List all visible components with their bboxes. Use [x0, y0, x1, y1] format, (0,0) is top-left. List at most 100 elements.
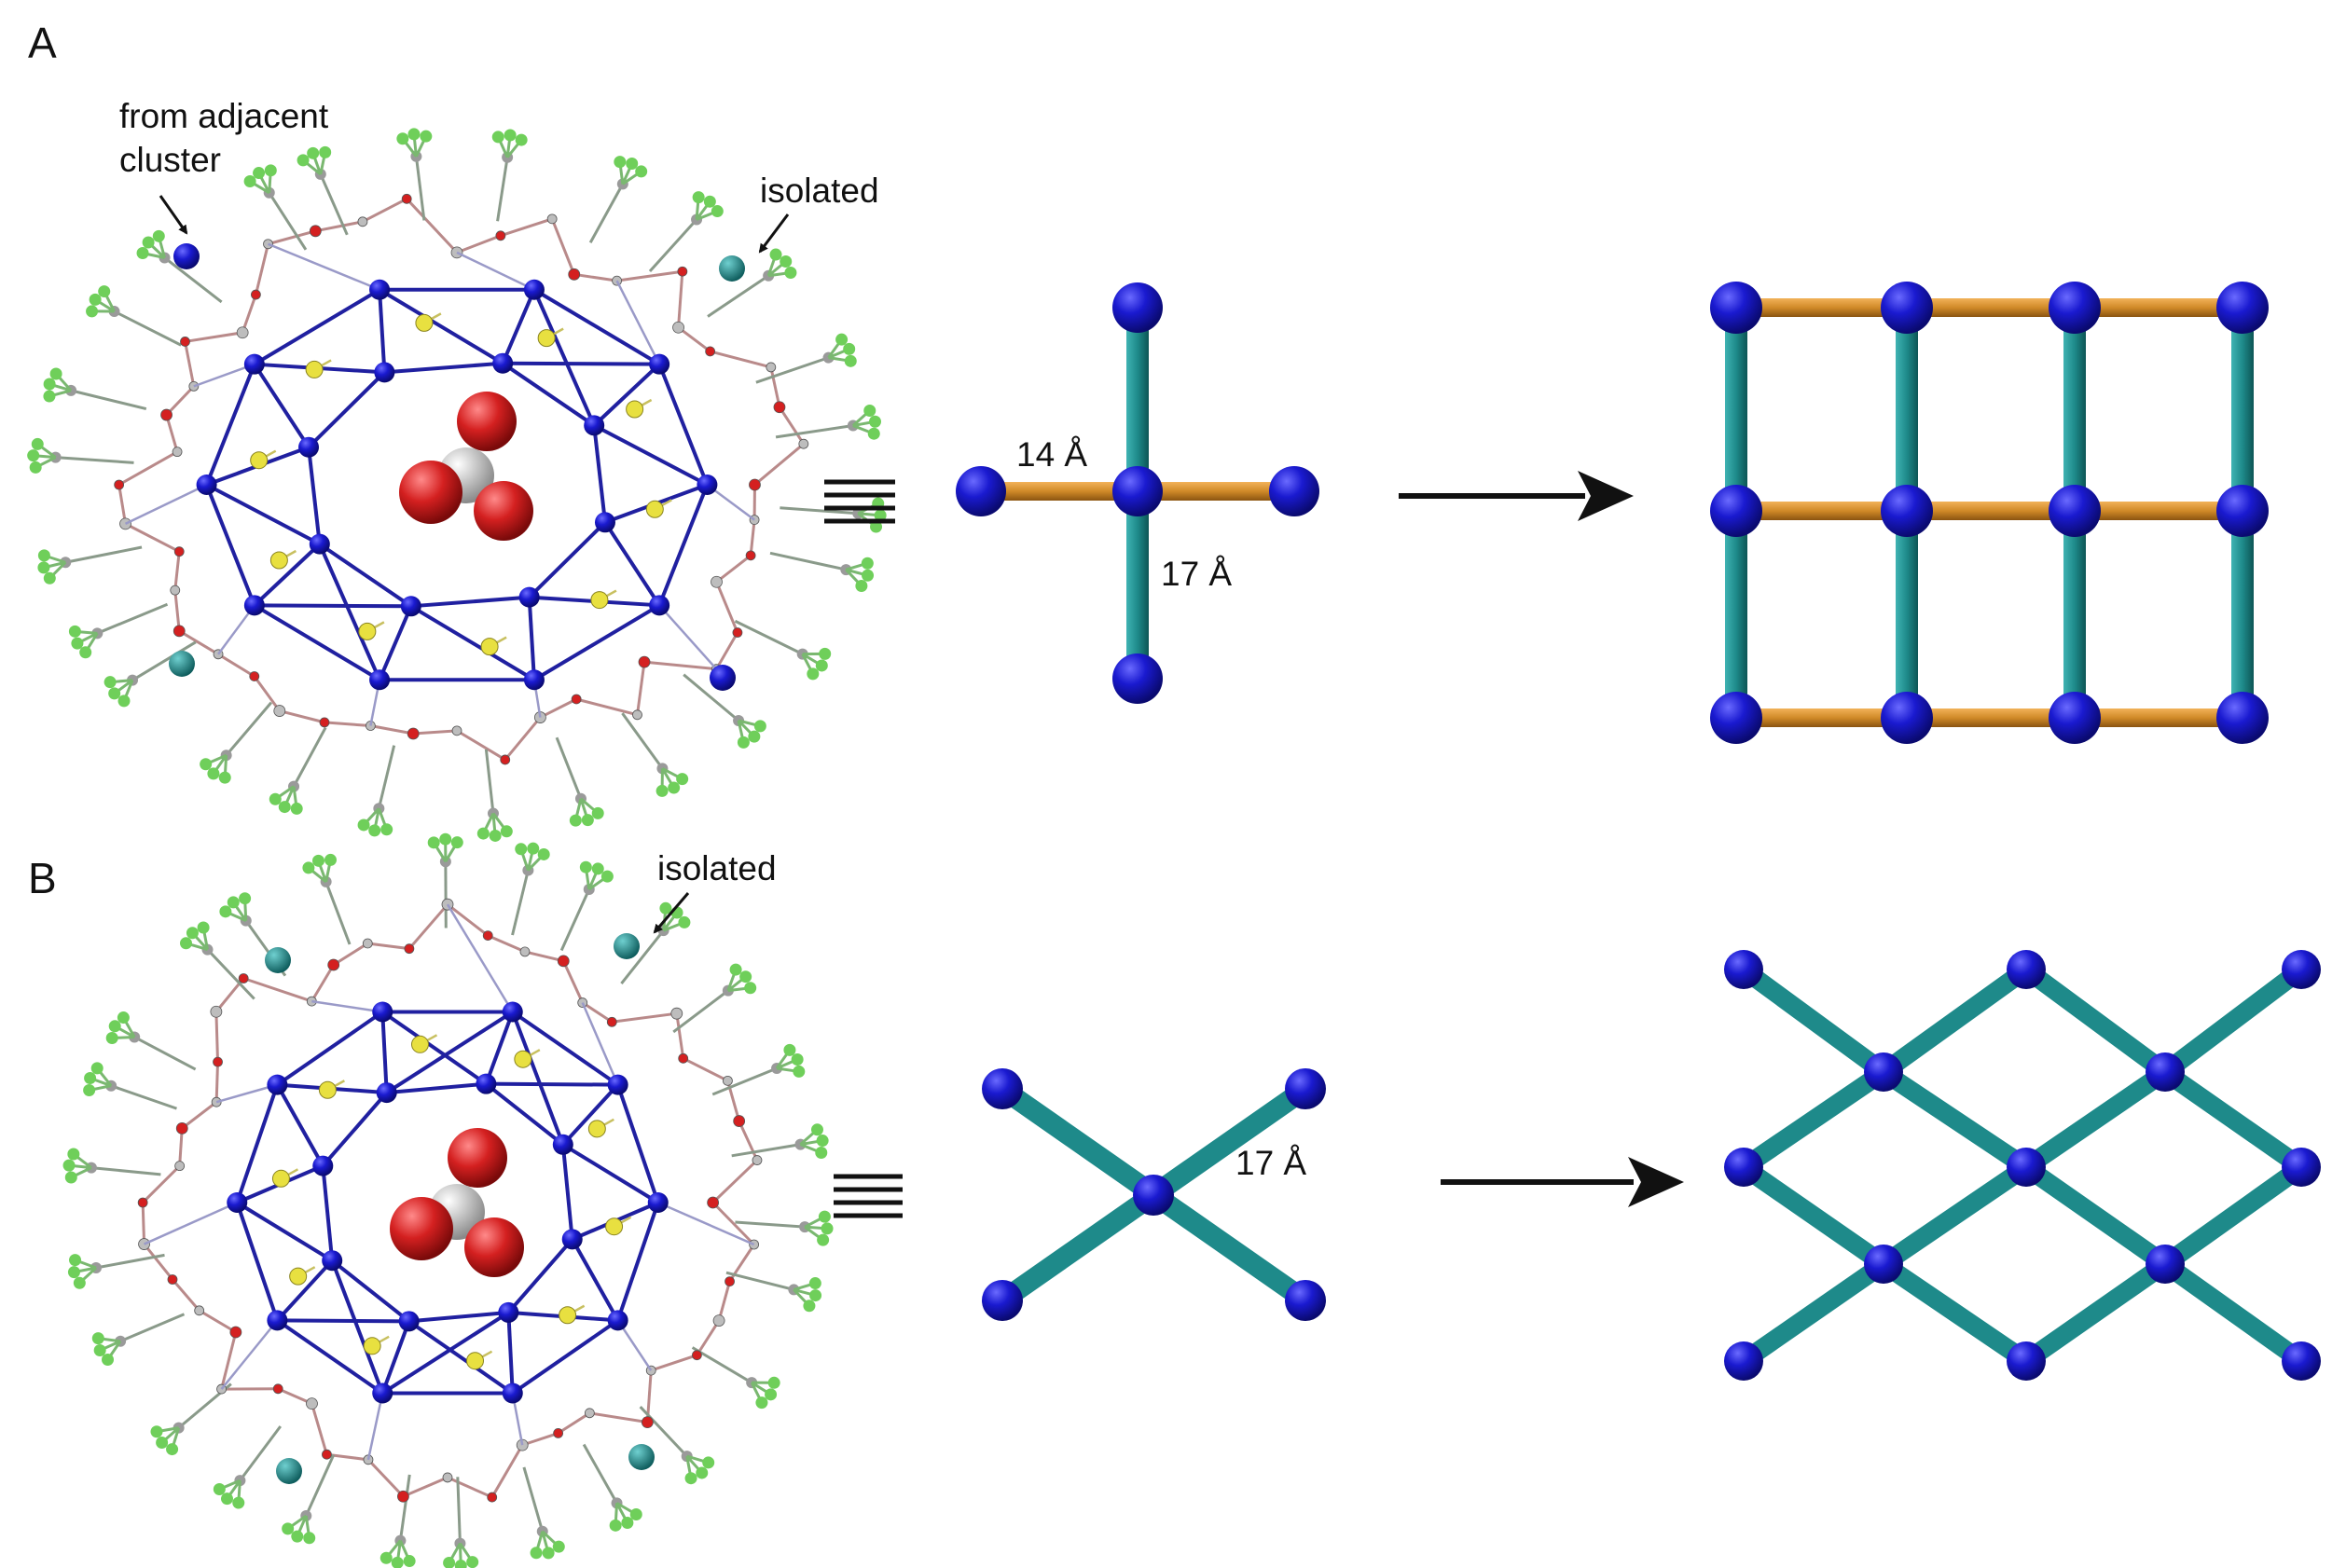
bond: [304, 1453, 336, 1517]
bond: [570, 1238, 620, 1322]
atom-sulfur: [559, 1306, 577, 1325]
atom-carbon: [752, 1155, 763, 1165]
bond: [561, 1143, 659, 1204]
bond: [581, 1001, 614, 1024]
atom-metal: [502, 1001, 523, 1023]
grid-node: [2049, 692, 2101, 744]
atom-fluorine: [515, 133, 528, 146]
atom-oxygen: [557, 955, 570, 968]
bond: [485, 1082, 565, 1147]
adjacent-node: [173, 243, 200, 269]
isolated-node: [169, 651, 195, 677]
bond: [310, 1403, 328, 1455]
bond: [749, 519, 756, 556]
atom-metal: [502, 1382, 523, 1404]
atom-oxygen: [638, 655, 651, 668]
bond: [592, 363, 661, 427]
atom-fluorine: [200, 758, 213, 771]
atom-carbon: [519, 946, 531, 957]
atom-fluorine: [581, 814, 594, 827]
atom-oxygen: [322, 1449, 332, 1460]
bond: [696, 1319, 721, 1356]
atom-carbon: [632, 709, 642, 721]
atom-fluorine: [803, 1300, 816, 1313]
atom-fluorine: [391, 1556, 404, 1568]
bond: [406, 198, 459, 254]
atom-fluorine: [791, 1053, 804, 1066]
atom-fluorine: [62, 1159, 76, 1172]
atom-oxygen: [495, 230, 506, 241]
atom-carbon: [194, 1305, 205, 1316]
bond: [711, 1066, 778, 1096]
atom-fluorine: [621, 1517, 634, 1530]
bond: [96, 602, 169, 635]
atom-fluorine: [142, 236, 155, 249]
distance-label-17-a: 17 Å: [1161, 555, 1232, 593]
atom-fluorine: [591, 862, 604, 875]
bond: [683, 673, 740, 722]
bond: [592, 425, 607, 523]
bond: [658, 604, 718, 670]
atom-metal: [649, 595, 670, 616]
atom-fluorine: [815, 1147, 828, 1160]
atom-metal: [649, 353, 670, 375]
atom-fluorine: [357, 818, 370, 832]
atom-fluorine: [278, 801, 291, 814]
annotation-isolated-a: isolated: [760, 172, 879, 210]
atom-fluorine: [73, 1276, 86, 1289]
atom-fluorine: [466, 1556, 479, 1568]
atom-oxygen-spacefill: [474, 481, 533, 541]
bond: [142, 1164, 181, 1204]
atom-fluorine: [253, 167, 266, 180]
atom-sulfur: [363, 1337, 381, 1355]
bond: [384, 361, 504, 375]
atom-carbon: [584, 1408, 595, 1419]
atom-metal: [369, 669, 391, 691]
atom-fluorine: [64, 1171, 77, 1184]
bond: [407, 1319, 514, 1396]
atom-oxygen: [571, 694, 582, 705]
bond: [220, 1319, 279, 1390]
bond: [385, 1010, 514, 1094]
atom-fluorine: [186, 927, 199, 940]
grid-node: [2216, 282, 2269, 334]
atom-fluorine: [218, 771, 231, 784]
bond: [524, 950, 564, 963]
bond: [214, 1011, 220, 1063]
grid-node: [1724, 1148, 1763, 1187]
atom-oxygen: [568, 268, 581, 281]
atom-fluorine: [692, 191, 705, 204]
bond: [70, 389, 147, 411]
bond: [378, 289, 387, 373]
panel-label-b: B: [28, 854, 57, 902]
bond: [506, 1238, 574, 1314]
link-teal: [1734, 1255, 1893, 1370]
atom-metal: [523, 669, 545, 691]
bond: [367, 942, 410, 951]
isolated-node: [265, 947, 291, 973]
bond: [366, 1393, 384, 1461]
bond: [378, 605, 413, 681]
atom-fluorine: [108, 687, 121, 700]
bond: [215, 1083, 278, 1104]
bond: [311, 999, 383, 1013]
atom-fluorine: [152, 229, 165, 242]
atom-metal: [243, 353, 265, 375]
bond: [279, 709, 325, 724]
atom-fluorine: [291, 1530, 304, 1543]
bond: [184, 341, 196, 387]
link-orange: [1736, 502, 2242, 520]
bond: [414, 156, 426, 221]
atom-fluorine: [86, 305, 99, 318]
atom-oxygen: [407, 727, 420, 740]
atom-oxygen: [677, 266, 688, 277]
atom-carbon: [362, 938, 373, 949]
atom-metal: [322, 1250, 343, 1272]
bond: [380, 1320, 411, 1395]
bond: [307, 447, 322, 544]
grid-node: [1881, 485, 1933, 537]
isolated-node: [719, 255, 745, 282]
grid-node: [1710, 692, 1762, 744]
bond: [447, 902, 490, 937]
bond: [683, 1056, 729, 1082]
